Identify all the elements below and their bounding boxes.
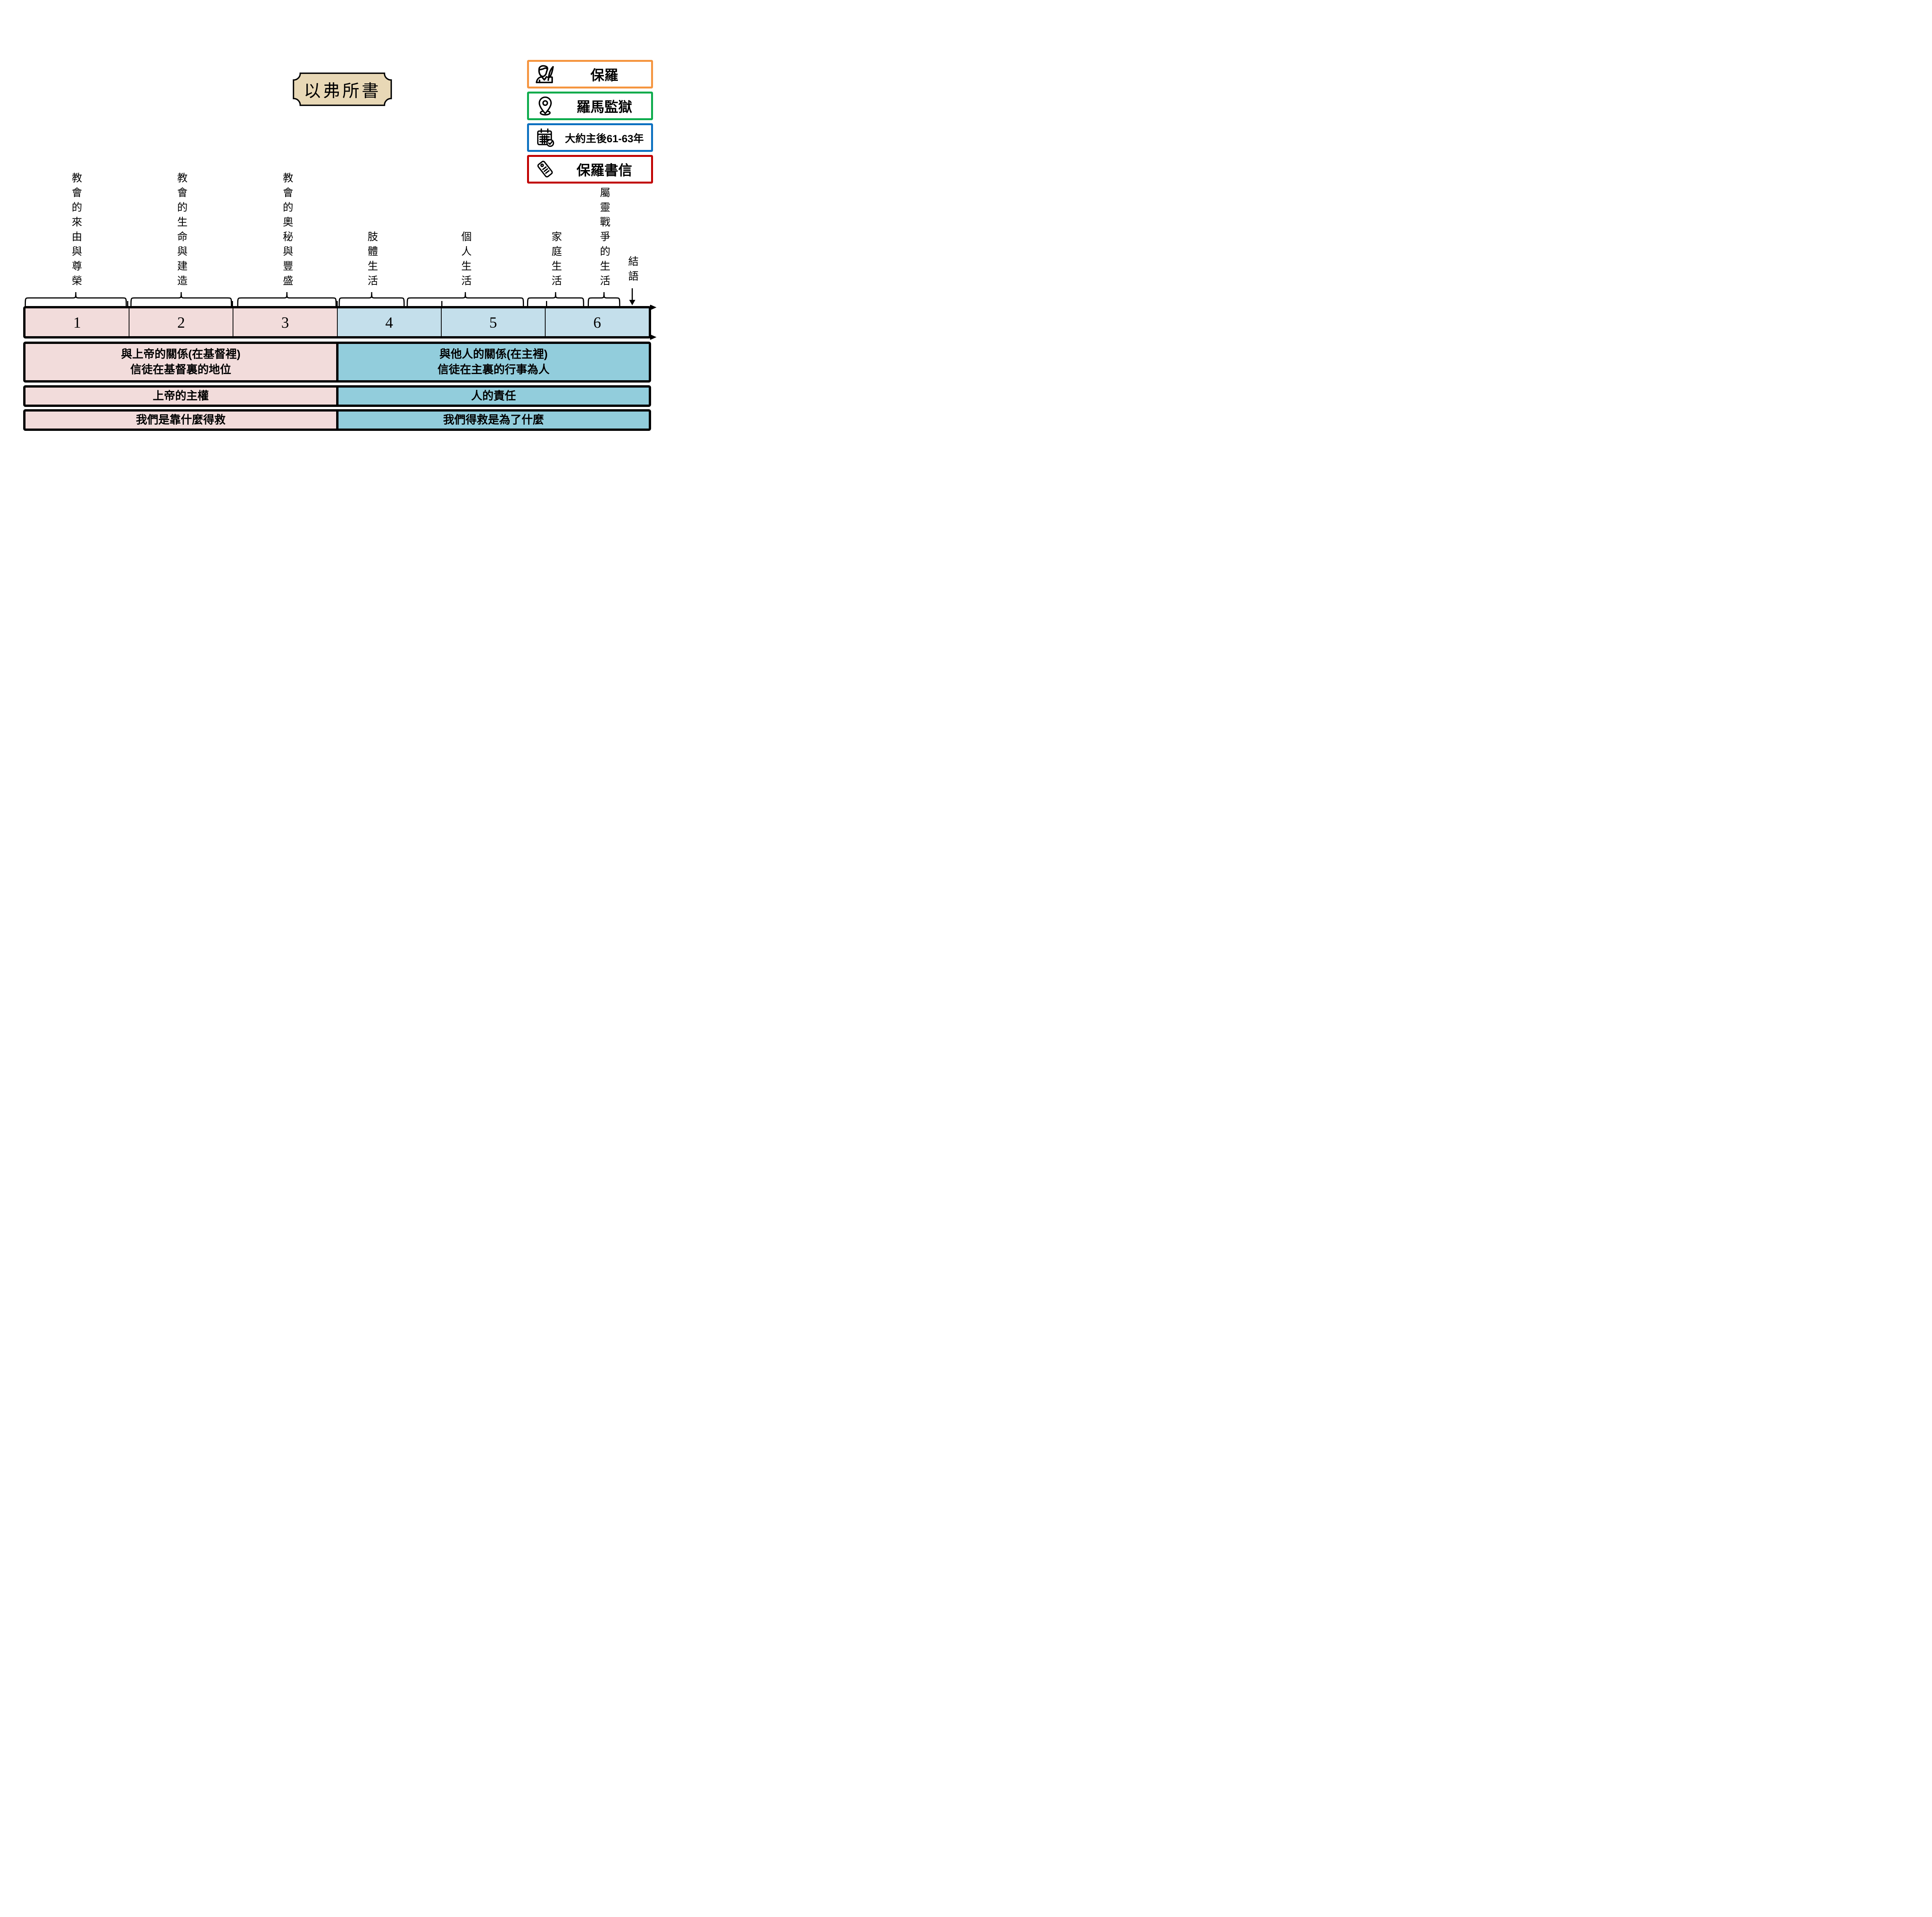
- row-salvation: 我們是靠什麼得救 我們得救是為了什麼: [23, 409, 651, 431]
- down-arrow-icon: [629, 300, 636, 305]
- chapter-boundary-tick: [232, 301, 233, 306]
- legend-item-label: 羅馬監獄: [576, 99, 632, 115]
- tag-icon: [529, 159, 561, 180]
- legend-item: 羅馬監獄: [527, 92, 653, 120]
- row-relationship-right: 與他人的關係(在主裡) 信徒在主裏的行事為人: [338, 344, 649, 380]
- chapter-cell: 6: [544, 308, 649, 336]
- legend-item-label: 大約主後61-63年: [565, 133, 644, 145]
- section-label: 結語: [626, 256, 638, 285]
- chapter-cell: 3: [233, 308, 337, 336]
- row-sovereignty-right: 人的責任: [338, 388, 649, 405]
- ephesians-overview-slide: 以弗所書 保羅 羅馬監獄 大約主後61-63年 保羅書信 教會的來由: [0, 0, 678, 479]
- plaque-frame: [293, 72, 392, 106]
- row-text-line: 我們得救是為了什麼: [443, 413, 544, 426]
- row-text-line: 信徒在主裏的行事為人: [437, 364, 550, 376]
- section-label: 教會的生命與建造: [175, 172, 187, 290]
- chapter-boundary-tick: [441, 301, 442, 306]
- chapter-cell: 1: [26, 308, 129, 336]
- row-text-line: 與上帝的關係(在基督裡): [121, 348, 241, 361]
- chapter-cell: 2: [129, 308, 233, 336]
- section-label: 教會的奧秘與豐盛: [281, 172, 293, 290]
- chapter-boundary-tick: [127, 301, 129, 306]
- section-brace: [588, 292, 621, 306]
- row-text-line: 與他人的關係(在主裡): [439, 348, 548, 361]
- timeline-arrowhead-bottom: [650, 334, 656, 340]
- section-brace: [24, 292, 127, 306]
- chapter-boundary-tick: [337, 301, 338, 306]
- section-brace: [527, 292, 584, 306]
- location-pin-icon: [529, 95, 561, 116]
- section-label: 家庭生活: [550, 231, 562, 290]
- row-text-line: 我們是靠什麼得救: [136, 413, 226, 426]
- row-text-line: 人的責任: [471, 390, 516, 402]
- row-relationship: 與上帝的關係(在基督裡) 信徒在基督裏的地位 與他人的關係(在主裡) 信徒在主裏的行事…: [23, 342, 651, 383]
- section-brace: [237, 292, 337, 306]
- section-brace: [130, 292, 232, 306]
- legend-item-label: 保羅書信: [576, 162, 632, 178]
- legend: 保羅 羅馬監獄 大約主後61-63年 保羅書信: [527, 60, 653, 184]
- row-relationship-left: 與上帝的關係(在基督裡) 信徒在基督裏的地位: [26, 344, 338, 380]
- section-brace: [338, 292, 405, 306]
- braces-strip: [24, 288, 636, 306]
- row-sovereignty-left: 上帝的主權: [26, 388, 338, 405]
- row-text-line: 信徒在基督裏的地位: [130, 364, 231, 376]
- legend-item: 保羅: [527, 60, 653, 88]
- section-label: 個人生活: [459, 231, 471, 290]
- title-plaque: 以弗所書: [293, 72, 392, 106]
- chapter-cell: 5: [440, 308, 545, 336]
- row-sovereignty: 上帝的主權 人的責任: [23, 385, 651, 407]
- section-brace: [406, 292, 524, 306]
- row-salvation-left: 我們是靠什麼得救: [26, 412, 338, 429]
- legend-item-label: 保羅: [590, 67, 618, 83]
- author-icon: [529, 64, 561, 85]
- calendar-icon: [529, 127, 561, 148]
- chapter-cell: 4: [337, 308, 441, 336]
- row-salvation-right: 我們得救是為了什麼: [338, 412, 649, 429]
- legend-item: 大約主後61-63年: [527, 123, 653, 152]
- section-label: 屬靈戰爭的生活: [598, 187, 610, 290]
- row-text-line: 上帝的主權: [153, 390, 209, 402]
- section-label: 肢體生活: [366, 231, 378, 290]
- section-label: 教會的來由與尊榮: [70, 172, 82, 290]
- legend-item: 保羅書信: [527, 155, 653, 184]
- page-title: 以弗所書: [304, 82, 381, 100]
- chapter-boundary-tick: [546, 301, 547, 306]
